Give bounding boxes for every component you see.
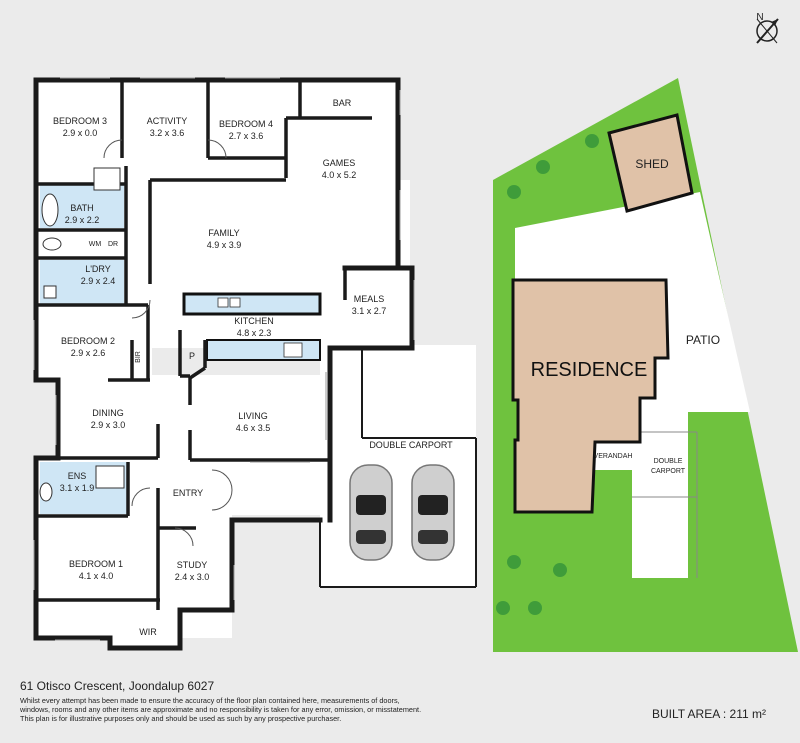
room-games-dims: 4.0 x 5.2	[322, 170, 357, 180]
bathtub-icon	[41, 193, 59, 227]
room-games-name: GAMES	[323, 158, 356, 168]
room-ldry-dims: 2.9 x 2.4	[81, 276, 116, 286]
room-bedroom3-dims: 2.9 x 0.0	[63, 128, 98, 138]
built-area: BUILT AREA : 211 m²	[651, 707, 766, 721]
car-icon	[411, 464, 455, 561]
shower-icon	[95, 465, 125, 489]
door-swing	[103, 139, 123, 159]
site-carport-label-2: CARPORT	[651, 468, 686, 475]
room-entry-name: ENTRY	[173, 488, 203, 498]
toilet-icon	[39, 482, 53, 502]
tree-icon	[528, 601, 542, 615]
kitchen-counter	[206, 339, 321, 361]
property-address: 61 Otisco Crescent, Joondalup 6027	[20, 679, 215, 693]
wall	[33, 377, 323, 651]
basin-icon	[43, 285, 57, 299]
room-bedroom2-name: BEDROOM 2	[61, 336, 115, 346]
kitchen-bench	[182, 292, 322, 316]
wall	[189, 366, 206, 380]
room-study-name: STUDY	[177, 560, 208, 570]
room-carport-name: DOUBLE CARPORT	[369, 440, 453, 450]
site-driveway-top	[515, 192, 718, 300]
tree-icon	[507, 555, 521, 569]
room-bedroom1-name: BEDROOM 1	[69, 559, 123, 569]
toilet-icon	[42, 237, 62, 251]
compass: N	[756, 12, 779, 44]
room-bath-name: BATH	[70, 203, 93, 213]
room-meals-name: MEALS	[354, 294, 385, 304]
cooktop-icon	[283, 342, 303, 358]
room-dining-name: DINING	[92, 408, 124, 418]
door-swing	[131, 487, 151, 507]
room-bar-name: BAR	[333, 98, 352, 108]
room-family-dims: 4.9 x 3.9	[207, 240, 242, 250]
site-residence-label: RESIDENCE	[531, 359, 648, 381]
sink-icon	[217, 297, 229, 308]
wall	[33, 77, 401, 271]
disclaimer-line-1: Whilst every attempt has been made to en…	[20, 696, 400, 705]
room-ens-name: ENS	[68, 471, 87, 481]
tree-icon	[496, 601, 510, 615]
north-arrow-icon	[771, 19, 778, 26]
room-bedroom3-name: BEDROOM 3	[53, 116, 107, 126]
tree-icon	[507, 185, 521, 199]
room-kitchen-dims: 4.8 x 2.3	[237, 328, 272, 338]
room-wm-name: WM	[89, 241, 102, 248]
room-living-name: LIVING	[238, 411, 268, 421]
room-pantry-name: P	[189, 351, 195, 361]
house-floor: BEDROOM 3 2.9 x 0.0 ACTIVITY 3.2 x 3.6 B…	[33, 77, 477, 651]
room-activity-dims: 3.2 x 3.6	[150, 128, 185, 138]
disclaimer-line-2: windows, rooms and any other items are a…	[20, 705, 422, 714]
room-bedroom2-dims: 2.9 x 2.6	[71, 348, 106, 358]
tree-icon	[585, 134, 599, 148]
room-bedroom1-dims: 4.1 x 4.0	[79, 571, 114, 581]
room-family-name: FAMILY	[208, 228, 239, 238]
tree-icon	[553, 563, 567, 577]
footer: 61 Otisco Crescent, Joondalup 6027 Whils…	[20, 679, 540, 723]
door-swing	[131, 299, 151, 319]
room-bedroom4-name: BEDROOM 4	[219, 119, 273, 129]
car-icon	[349, 464, 393, 561]
door-swing	[207, 139, 227, 159]
wall	[327, 265, 415, 523]
sink-icon	[229, 297, 241, 308]
room-bath-dims: 2.9 x 2.2	[65, 215, 100, 225]
compass-ring	[756, 20, 778, 42]
room-dining-dims: 2.9 x 3.0	[91, 420, 126, 430]
site-residence	[511, 278, 670, 514]
room-meals-dims: 3.1 x 2.7	[352, 306, 387, 316]
site-verandah-label: VERANDAH	[594, 453, 633, 460]
room-dr-name: DR	[108, 241, 118, 248]
door-swing	[174, 527, 194, 547]
compass-needle	[756, 18, 778, 44]
floor	[110, 610, 180, 648]
tree-icon	[536, 160, 550, 174]
site-patio-label: PATIO	[686, 333, 720, 347]
floor	[36, 80, 398, 184]
room-bir-name: BIR	[135, 351, 142, 363]
room-ens-dims: 3.1 x 1.9	[60, 483, 95, 493]
wall	[33, 77, 61, 383]
room-wir-name: WIR	[139, 627, 157, 637]
room-kitchen-name: KITCHEN	[234, 316, 274, 326]
floor	[148, 180, 410, 348]
door-swing	[211, 489, 233, 511]
site-carport-label-1: DOUBLE	[654, 458, 683, 465]
site-shed	[607, 113, 694, 213]
site-plan: SHED RESIDENCE PATIO VERANDAH DOUBLE CAR…	[493, 78, 798, 652]
site-shed-label: SHED	[635, 157, 669, 171]
room-ldry-name: L'DRY	[85, 264, 111, 274]
room-bedroom4-dims: 2.7 x 3.6	[229, 131, 264, 141]
disclaimer-line-3: This plan is for illustrative purposes o…	[20, 714, 342, 723]
room-study-dims: 2.4 x 3.0	[175, 572, 210, 582]
compass-label: N	[756, 12, 763, 23]
room-living-dims: 4.6 x 3.5	[236, 423, 271, 433]
door-swing	[211, 469, 233, 491]
room-activity-name: ACTIVITY	[147, 116, 188, 126]
shower-icon	[93, 167, 121, 191]
